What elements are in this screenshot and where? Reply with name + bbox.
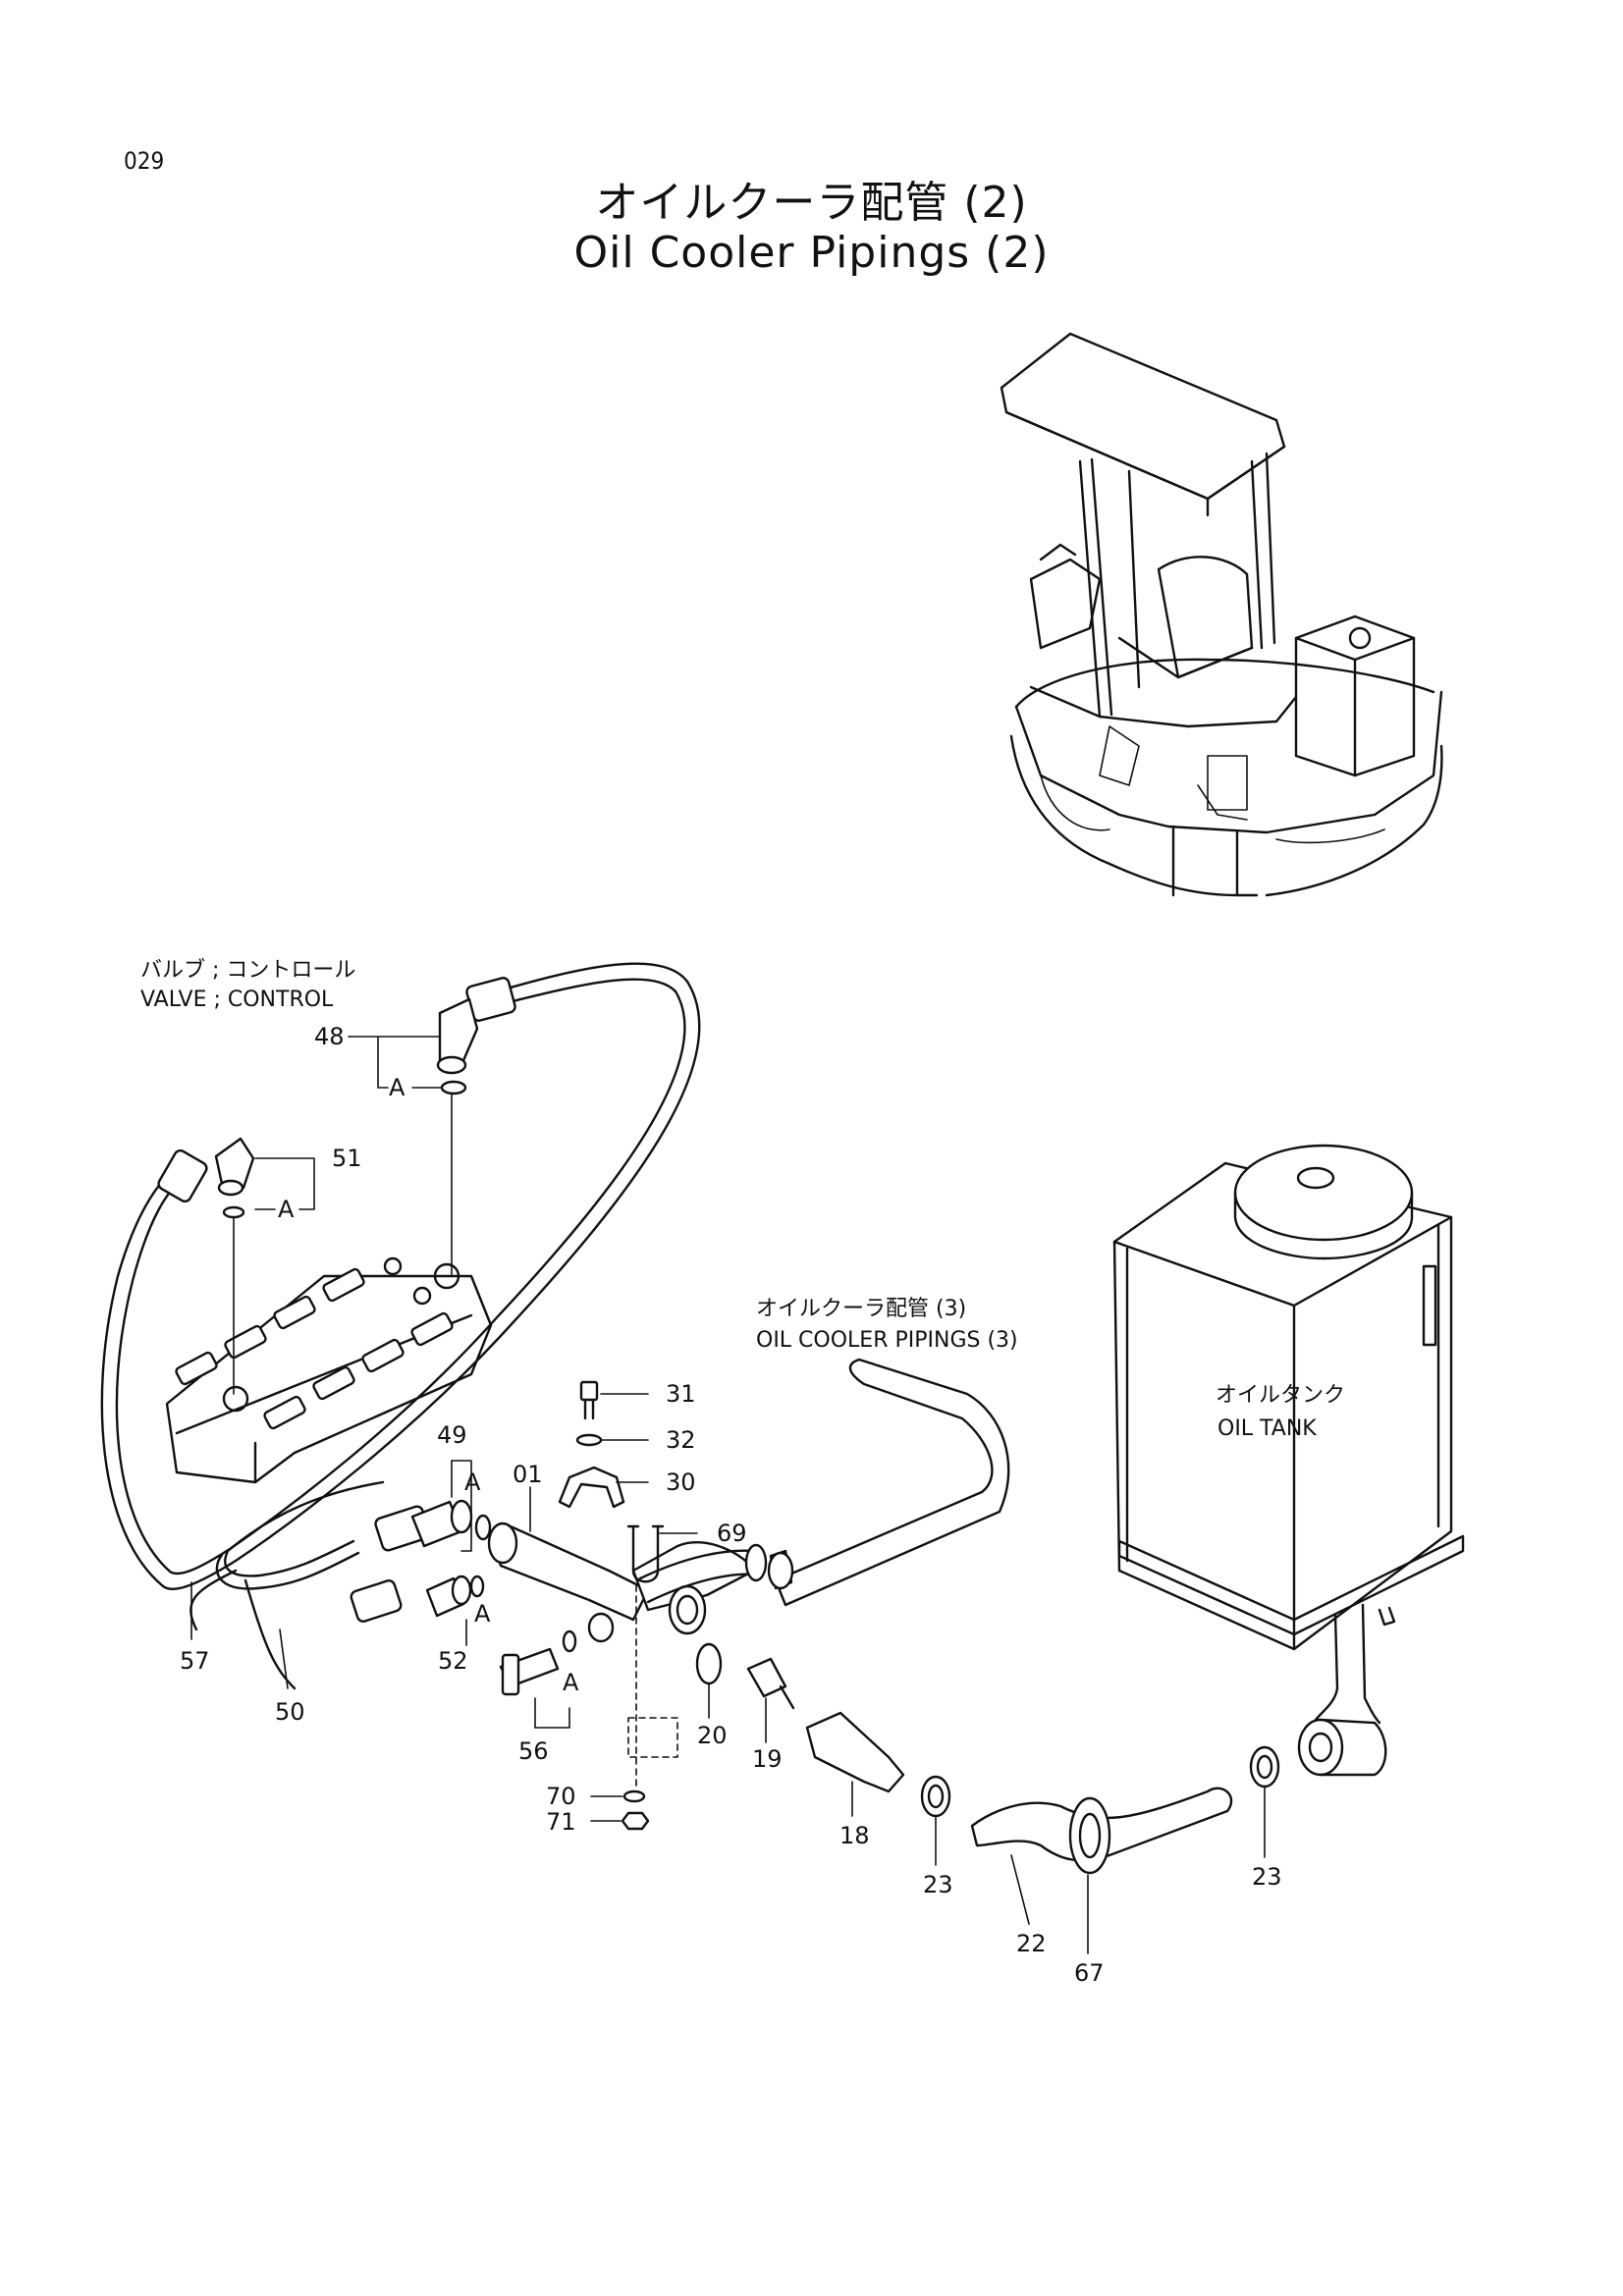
hose-clamp-23-right [1249,1745,1280,1789]
part-number-22: 22 [1016,1930,1047,1957]
part-number-01: 01 [513,1461,543,1488]
nut-71 [621,1811,650,1831]
hose-upper [769,1358,1010,1607]
hose-50 [189,1480,431,1690]
oil-cooler-3-label-en: OIL COOLER PIPINGS (3) [756,1328,1018,1353]
oil-cooler-3-label-jp: オイルクーラ配管 (3) [756,1297,966,1321]
clamp-30 [558,1466,625,1509]
callout-oil-tank: オイルタンク OIL TANK [1216,1383,1345,1441]
part-number-19: 19 [752,1745,783,1773]
tee-56 [499,1629,577,1696]
washer-70 [622,1789,646,1803]
group-a-label-49: A [464,1468,481,1496]
reducer-18 [805,1711,905,1793]
group-a-label-48: A [389,1074,406,1101]
valve-control-label-en: VALVE ; CONTROL [140,988,334,1012]
part-number-70: 70 [546,1783,576,1810]
group-a-label-52: A [474,1600,491,1628]
leader-lines [190,1036,1266,1954]
part-number-32: 32 [666,1426,696,1454]
part-number-52: 52 [438,1647,468,1675]
elbow-fitting-51 [214,1137,255,1219]
part-number-57: 57 [180,1647,210,1675]
part-number-56: 56 [518,1737,549,1765]
part-number-69: 69 [717,1520,747,1547]
callout-oil-cooler-pipings-3: オイルクーラ配管 (3) OIL COOLER PIPINGS (3) [756,1297,1018,1353]
oil-tank-label-jp: オイルタンク [1216,1383,1345,1408]
hose-clamp-23-left [920,1775,951,1818]
sensor-19 [746,1657,795,1710]
pipe-01-assembly [487,1522,768,1643]
hose-clamp-upper [767,1551,794,1590]
part-number-71: 71 [546,1808,576,1836]
adapter-52 [425,1575,485,1618]
group-a-label-51: A [278,1196,295,1223]
part-number-50: 50 [275,1698,305,1726]
control-valve-illustration [165,1256,493,1484]
page-title-english: Oil Cooler Pipings (2) [573,228,1050,278]
hose-22 [970,1787,1233,1875]
part-number-48: 48 [314,1023,345,1050]
adapter-49 [410,1499,492,1548]
part-number-31: 31 [666,1380,696,1408]
machine-overview-illustration [1000,332,1443,897]
part-number-30: 30 [666,1468,696,1496]
o-ring-20 [695,1642,723,1685]
page-title-japanese: オイルクーラ配管 (2) [595,178,1028,228]
valve-control-label-jp: バルブ ; コントロール [140,958,355,983]
group-a-label-56: A [563,1669,579,1696]
page-number: 029 [124,147,165,175]
part-number-20: 20 [697,1722,728,1749]
callout-valve-control: バルブ ; コントロール VALVE ; CONTROL [140,958,355,1012]
oil-tank-label-en: OIL TANK [1217,1416,1317,1441]
part-number-67: 67 [1074,1959,1105,1987]
bolt-31 [579,1380,599,1420]
part-number-23-right: 23 [1252,1863,1282,1891]
elbow-fitting-48 [436,997,479,1095]
part-number-18: 18 [839,1822,870,1849]
part-number-49: 49 [437,1421,467,1449]
part-number-23-left: 23 [923,1871,953,1898]
oil-tank-illustration [1112,1144,1465,1777]
washer-32 [575,1433,603,1447]
part-number-51: 51 [332,1145,362,1172]
u-bolt-69 [626,1524,665,1583]
